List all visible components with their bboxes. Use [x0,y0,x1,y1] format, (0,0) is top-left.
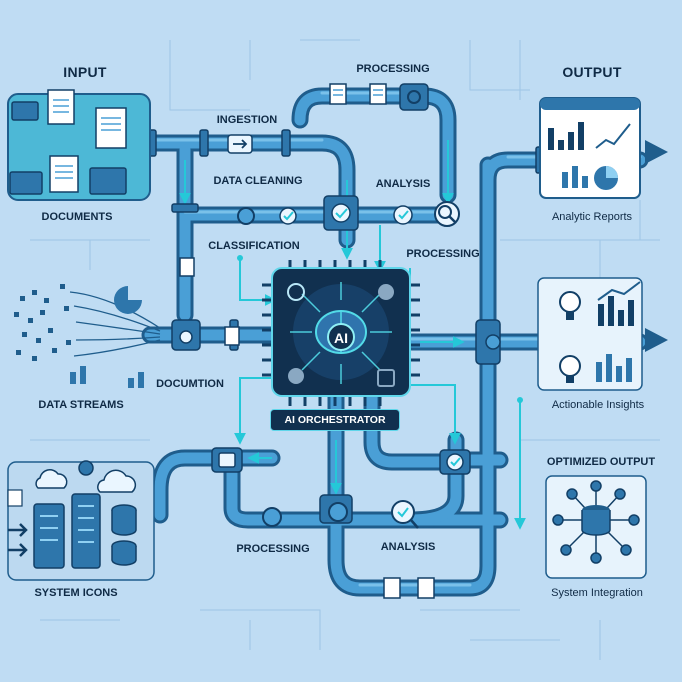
output-header: OUTPUT [562,64,622,80]
processing-header: PROCESSING [356,63,430,75]
actionable-insights-label: Actionable Insights [551,399,645,411]
documtion-label: DOCUMTION [156,378,224,390]
system-icons-label: SYSTEM ICONS [34,587,118,599]
optimized-output-label: OPTIMIZED OUTPUT [546,456,656,468]
documents-label: DOCUMENTS [41,211,113,223]
ingestion-label: INGESTION [216,114,278,126]
actionable-insights-icon [537,277,668,391]
data-cleaning-label: DATA CLEANING [213,175,303,187]
analysis-bottom-label: ANALYSIS [380,541,436,553]
system-integration-label: System Integration [551,587,643,599]
analytic-reports-label: Analytic Reports [551,211,633,223]
processing-bottom-label: PROCESSING [236,543,310,555]
ai-orchestrator-chip [262,260,420,406]
ai-orchestrator-title: AI ORCHESTRATOR [270,409,400,431]
data-streams-label: DATA STREAMS [38,399,124,411]
pipe-window-icons [179,83,501,599]
classification-label: CLASSIFICATION [208,240,300,252]
circuit-grid [30,39,660,660]
input-header: INPUT [63,64,107,80]
documents-icon [7,89,151,201]
system-integration-icon [545,475,647,579]
analytic-reports-icon [539,97,668,199]
processing-right-label: PROCESSING [406,248,480,260]
data-streams-icon [14,284,161,388]
ai-chip-text: AI [334,330,348,346]
system-icons-icon [7,460,155,581]
analysis-top-label: ANALYSIS [375,178,431,190]
flow-dots [237,255,523,403]
